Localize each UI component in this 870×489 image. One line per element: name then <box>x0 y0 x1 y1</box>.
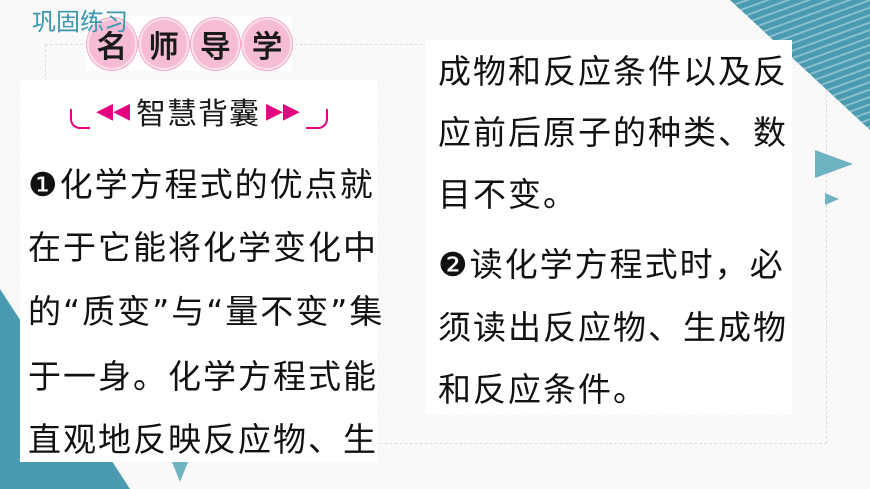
badge: 导 <box>190 17 241 70</box>
text-line: ❷读化学方程式时，必 <box>438 245 785 284</box>
text-line: 成物和反应条件以及反 <box>438 52 788 91</box>
text-line: 目不变。 <box>438 175 578 214</box>
text-line: 和反应条件。 <box>438 370 648 409</box>
triangle-arrow-icon <box>815 150 853 178</box>
text-line: 须读出反应物、生成物 <box>438 308 788 347</box>
double-chevron-right-icon: ▶▶ <box>266 98 300 124</box>
triangle-arrow-icon <box>172 462 188 482</box>
subtitle: 智慧背囊 <box>136 97 260 132</box>
badge: 师 <box>138 17 189 70</box>
subtitle-capsule: ◀◀ 智慧背囊 ▶▶ <box>70 93 328 133</box>
section-badges: 名 师 导 学 <box>85 16 292 71</box>
text-line: ❶化学方程式的优点就 <box>28 165 375 204</box>
slide-title: 巩固练习 <box>32 8 128 36</box>
triangle-arrow-icon <box>825 193 839 205</box>
right-text-panel <box>425 40 792 415</box>
text-line: 直观地反映反应物、生 <box>28 420 378 459</box>
badge: 学 <box>242 17 292 70</box>
badge: 名 <box>87 17 137 70</box>
text-line: 的“质变”与“量不变”集 <box>28 292 385 331</box>
text-line: 应前后原子的种类、数 <box>438 113 788 152</box>
text-line: 于一身。化学方程式能 <box>28 357 378 396</box>
text-line: 在于它能将化学变化中 <box>28 228 378 267</box>
double-chevron-left-icon: ◀◀ <box>96 98 130 124</box>
left-text-panel <box>20 80 377 462</box>
